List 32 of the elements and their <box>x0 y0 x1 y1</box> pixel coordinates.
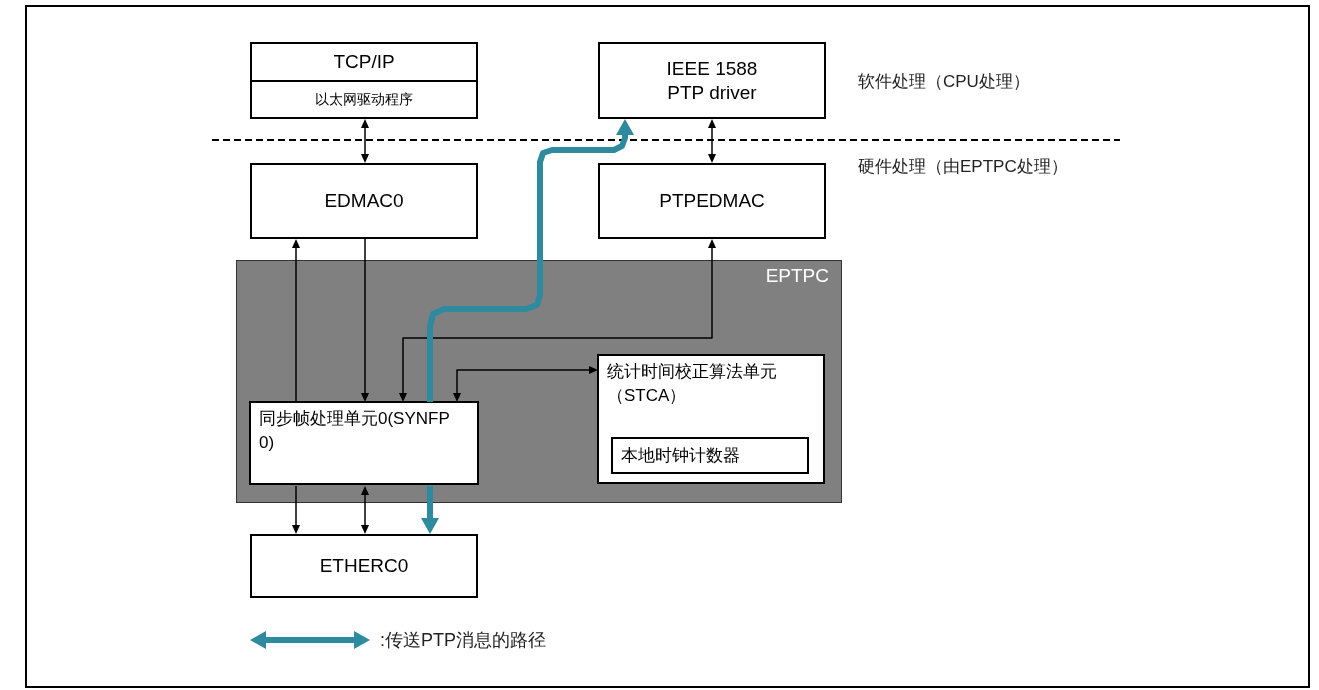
arrow <box>453 366 598 402</box>
box-label: TCP/IP <box>332 50 396 74</box>
box-label: 以太网驱动程序 <box>252 80 476 117</box>
process-box <box>250 534 478 598</box>
arrow <box>708 119 716 163</box>
box-label: IEEE 1588 PTP driver <box>665 56 759 105</box>
process-box <box>597 354 825 484</box>
layer-label: 软件处理（CPU处理） <box>858 71 1030 93</box>
process-box <box>598 163 826 239</box>
process-box <box>250 163 478 239</box>
arrow <box>361 486 369 534</box>
arrow <box>361 238 369 402</box>
box-label: ETHERC0 <box>318 554 410 578</box>
arrow <box>292 485 300 534</box>
module-band <box>236 260 842 503</box>
arrow <box>361 119 369 163</box>
arrow <box>292 239 300 403</box>
message-path-arrow <box>421 486 439 534</box>
box-label: PTPEDMAC <box>658 189 766 213</box>
message-path-arrow <box>427 119 634 402</box>
layer-label: 硬件处理（由EPTPC处理） <box>858 156 1068 178</box>
box-label: 统计时间校正算法单元（STCA） <box>607 361 778 407</box>
process-box <box>249 401 479 485</box>
arrow <box>399 239 716 402</box>
process-box <box>598 42 826 119</box>
box-label: 本地时钟计数器 <box>621 445 740 467</box>
module-label: EPTPC <box>765 265 829 287</box>
legend-label: :传送PTP消息的路径 <box>380 629 546 652</box>
process-box <box>250 42 478 119</box>
box-label: EDMAC0 <box>323 189 405 213</box>
process-box <box>611 437 809 474</box>
box-label: 同步帧处理单元0(SYNFP0) <box>259 408 451 454</box>
